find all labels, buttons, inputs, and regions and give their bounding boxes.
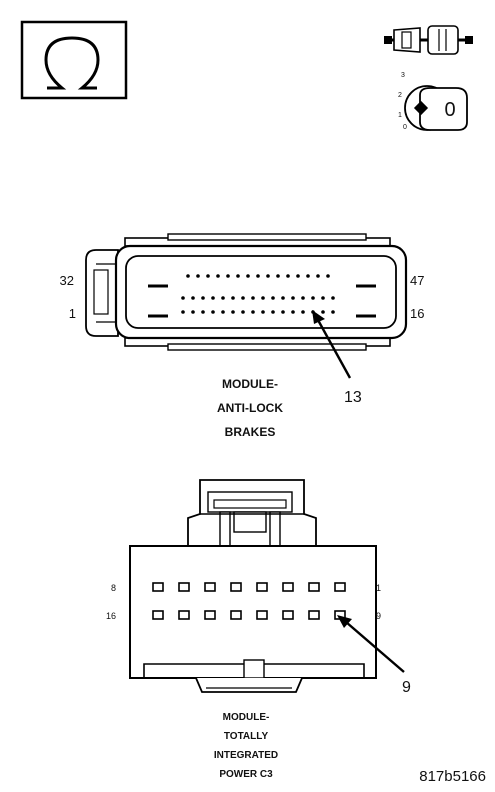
- ignition-position-0: 0: [403, 124, 407, 131]
- abs-label-line-2: ANTI-LOCK: [217, 401, 283, 415]
- ignition-position-3: 3: [401, 72, 405, 79]
- tipm-label-line-4: POWER C3: [219, 769, 273, 780]
- tipm-callout-arrow: [337, 615, 405, 673]
- abs-pin-label-bottom-right: 16: [410, 306, 424, 321]
- abs-pin-label-bottom-left: 1: [69, 306, 76, 321]
- ignition-position-2: 2: [398, 92, 402, 99]
- tipm-pin-label-top-left: 8: [111, 583, 116, 593]
- tipm-cavity-row-bottom: [152, 610, 346, 620]
- ignition-key-position: 0: [444, 99, 455, 121]
- ignition-key-icon: 0 3 2 1 0: [398, 72, 468, 131]
- tipm-pin-label-bottom-right: 9: [376, 611, 381, 621]
- figure-id: 817b5166: [419, 768, 486, 785]
- abs-pin-row-top: [186, 274, 330, 278]
- abs-label-line-1: MODULE-: [222, 377, 278, 391]
- abs-callout-pin-number: 13: [344, 389, 362, 406]
- tipm-label-line-2: TOTALLY: [224, 731, 269, 742]
- abs-connector: [85, 233, 408, 351]
- tipm-label-line-1: MODULE-: [223, 712, 270, 723]
- tipm-connector: [129, 479, 377, 693]
- abs-label-line-3: BRAKES: [225, 425, 276, 439]
- tipm-cavity-row-top: [152, 582, 346, 592]
- abs-pin-label-top-left: 32: [60, 273, 74, 288]
- tipm-pin-label-bottom-left: 16: [106, 611, 116, 621]
- tipm-pin-label-top-right: 1: [376, 583, 381, 593]
- abs-pin-row-middle: [181, 296, 335, 300]
- abs-pin-row-bottom: [181, 310, 335, 314]
- tipm-callout-pin-number: 9: [402, 679, 411, 696]
- ignition-position-1: 1: [398, 112, 402, 119]
- tipm-label-line-3: INTEGRATED: [214, 750, 278, 761]
- ohm-icon: [20, 20, 128, 100]
- abs-pin-label-top-right: 47: [410, 273, 424, 288]
- connector-disconnect-icon: [384, 25, 473, 55]
- abs-callout-arrow: [312, 310, 352, 379]
